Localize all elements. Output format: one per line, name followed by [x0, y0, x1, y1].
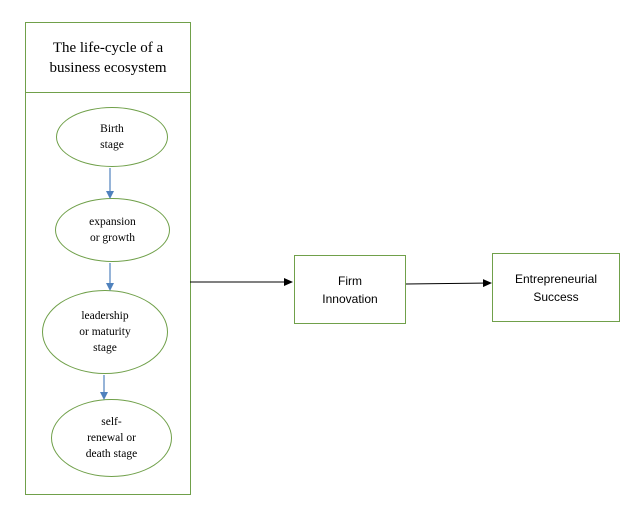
ecosystem-title-box: The life-cycle of a business ecosystem	[25, 22, 191, 93]
entrepreneurial-success-box: Entrepreneurial Success	[492, 253, 620, 322]
ecosystem-title: The life-cycle of a business ecosystem	[49, 39, 167, 76]
stage-self-renewal-label: self- renewal or death stage	[85, 416, 138, 460]
arrow-innovation-to-success	[405, 279, 492, 288]
firm-innovation-label: Firm Innovation	[322, 273, 378, 306]
stage-self-renewal: self- renewal or death stage	[51, 399, 172, 477]
stage-leadership-label: leadership or maturity stage	[79, 310, 131, 354]
stage-birth-label: Birth stage	[100, 123, 124, 151]
stage-leadership: leadership or maturity stage	[42, 290, 168, 374]
stage-birth: Birth stage	[56, 107, 168, 167]
stage-expansion-label: expansion or growth	[89, 216, 136, 244]
entrepreneurial-success-label: Entrepreneurial Success	[514, 271, 598, 304]
firm-innovation-box: Firm Innovation	[294, 255, 406, 324]
